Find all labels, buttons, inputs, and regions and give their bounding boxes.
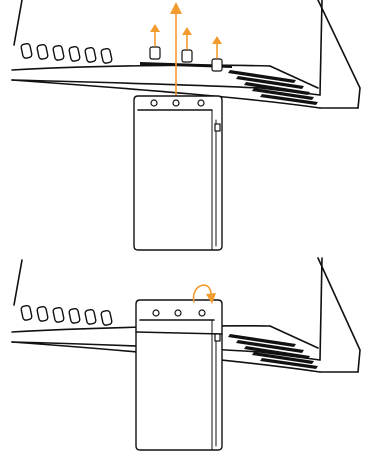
device-body-top — [11, 0, 361, 109]
screw-icon — [149, 46, 223, 72]
side-vents-top — [20, 42, 113, 64]
bottom-vents-top — [228, 70, 318, 105]
cover-panel-top — [133, 95, 223, 251]
step-1-illustration — [11, 0, 361, 251]
cover-slot-top — [140, 62, 232, 68]
side-vents-bottom — [20, 304, 113, 326]
step-2-illustration — [11, 257, 361, 451]
cover-panel-bottom — [135, 299, 223, 451]
rotate-arrow-icon — [192, 284, 216, 304]
up-arrow-icon — [150, 2, 222, 97]
bottom-vents-bottom — [228, 334, 318, 369]
